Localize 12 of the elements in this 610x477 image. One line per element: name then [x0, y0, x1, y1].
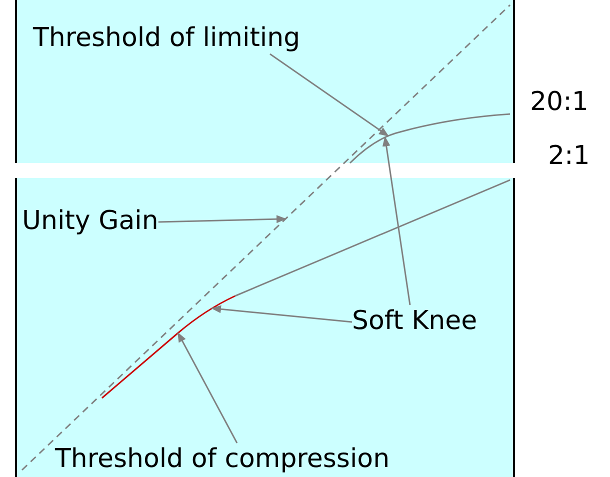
unity-gain-line [21, 4, 511, 471]
callout-label: Threshold of compression [55, 443, 390, 475]
ratio-label: 20:1 [530, 86, 588, 118]
callout-label: Unity Gain [22, 205, 158, 237]
callout-label: Threshold of limiting [33, 22, 300, 54]
leader-arrow [211, 305, 352, 323]
leader-arrow [382, 136, 411, 306]
leader-arrow [158, 215, 287, 224]
leader-arrow [177, 332, 238, 444]
callout-label: Soft Knee [352, 305, 478, 337]
leader-arrow [270, 53, 389, 137]
ratio-label: 2:1 [548, 140, 590, 172]
